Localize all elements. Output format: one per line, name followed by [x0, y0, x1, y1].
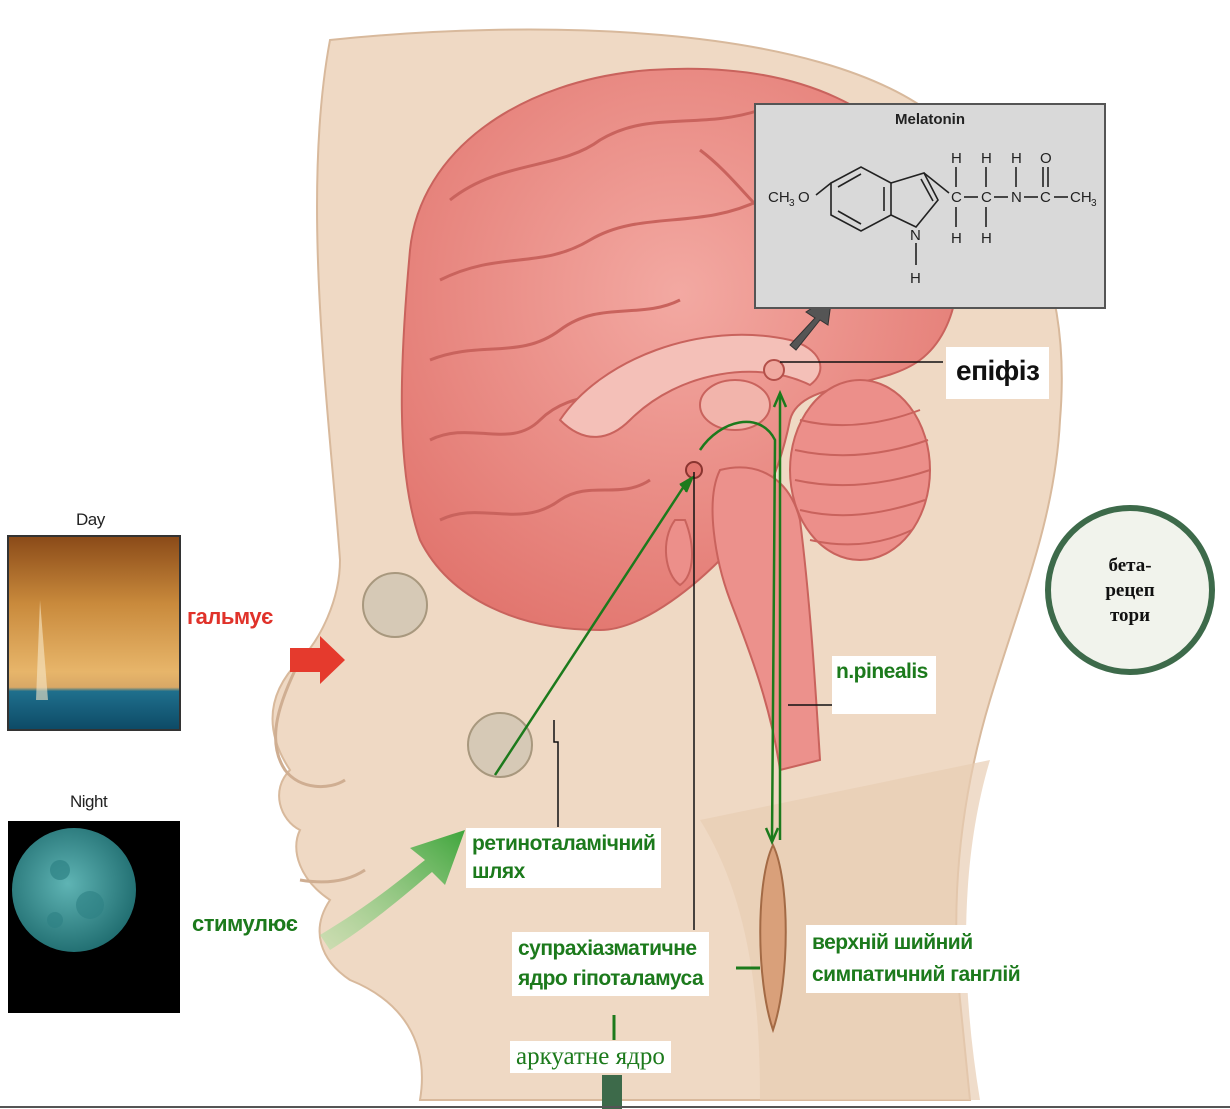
formula-h3: H [1011, 150, 1022, 167]
formula-c1: C [951, 189, 962, 206]
formula-c2: C [981, 189, 992, 206]
label-pineal-nerve: n.pinealis [832, 656, 936, 714]
formula-ch3o: CH [768, 189, 790, 206]
label-pineal-gland: епіфіз [946, 347, 1049, 399]
formula-h5: H [981, 230, 992, 247]
eye-upper [363, 573, 427, 637]
formula-o: O [798, 189, 810, 206]
day-panel [8, 536, 180, 730]
beta-receptors-label: бета- рецеп тори [1105, 553, 1154, 628]
day-caption: Day [76, 510, 105, 530]
formula-h2: H [981, 150, 992, 167]
formula-n-ring: N [910, 227, 921, 244]
label-inhibits: гальмує [187, 604, 273, 630]
melatonin-structure: CH 3 O H H H O C C N C CH 3 H H N H [756, 105, 1104, 307]
formula-n: N [1011, 189, 1022, 206]
arcuate-output-bar [602, 1075, 622, 1109]
label-arcuate-nucleus: аркуатне ядро [510, 1041, 671, 1073]
night-caption: Night [70, 792, 107, 812]
formula-c3: C [1040, 189, 1051, 206]
formula-h4: H [951, 230, 962, 247]
label-superior-cervical-ganglion: верхній шийний симпатичний ганглій [806, 925, 1026, 993]
cerebellum [790, 380, 930, 560]
label-suprachiasmatic-nucleus: супрахіазматичне ядро гіпоталамуса [512, 932, 709, 996]
formula-ch3: CH [1070, 189, 1092, 206]
formula-h1: H [951, 150, 962, 167]
melatonin-formula-box: Melatonin [754, 103, 1106, 309]
beta-receptors-circle: бета- рецеп тори [1045, 505, 1215, 675]
formula-ch3o-sub: 3 [789, 198, 795, 209]
formula-o2: O [1040, 150, 1052, 167]
label-stimulates: стимулює [192, 911, 297, 937]
formula-h-ring: H [910, 270, 921, 287]
formula-ch3-sub: 3 [1091, 198, 1097, 209]
label-retinothalamic-tract: ретиноталамічний шлях [466, 828, 661, 888]
moon [12, 828, 136, 952]
